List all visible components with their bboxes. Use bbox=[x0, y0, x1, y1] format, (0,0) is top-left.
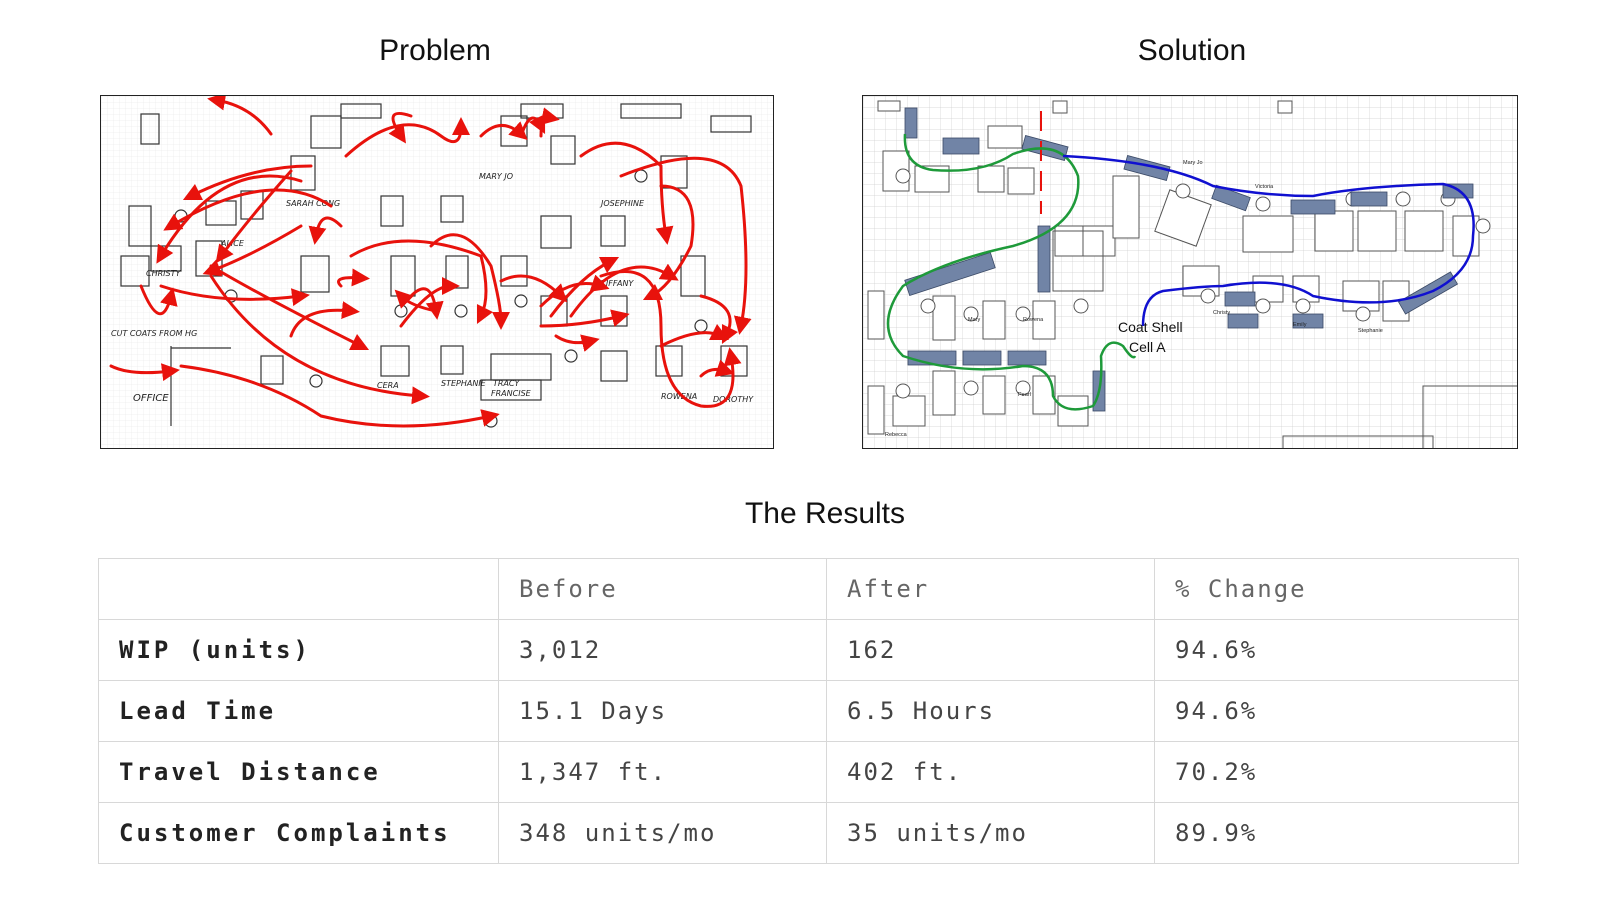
table-cell: 89.9% bbox=[1154, 802, 1519, 864]
station-label: Rebecca bbox=[885, 432, 908, 438]
station-label: Victoria bbox=[1255, 184, 1274, 190]
sketch-label: SARAH CONG bbox=[286, 199, 340, 208]
sketch-label: TRACY bbox=[493, 379, 521, 388]
station-label: Rowena bbox=[1023, 317, 1044, 323]
table-row: Travel Distance 1,347 ft. 402 ft. 70.2% bbox=[98, 741, 1519, 803]
problem-spaghetti-diagram: ALICE CHRISTY SARAH CONG MARY JO CERA ST… bbox=[100, 95, 774, 449]
table-cell: 35 units/mo bbox=[826, 802, 1155, 864]
table-row-label: WIP (units) bbox=[98, 619, 499, 681]
table-cell: 94.6% bbox=[1154, 619, 1519, 681]
table-row-label: Travel Distance bbox=[98, 741, 499, 803]
table-header-row: Before After % Change bbox=[98, 558, 1519, 620]
station-label: Emily bbox=[1293, 322, 1307, 328]
table-cell: 6.5 Hours bbox=[826, 680, 1155, 742]
table-row-label: Lead Time bbox=[98, 680, 499, 742]
blue-flow-path bbox=[1062, 154, 1475, 327]
sketch-label: CUT COATS FROM HG bbox=[111, 329, 197, 338]
solution-title: Solution bbox=[1137, 34, 1247, 67]
table-cell: 70.2% bbox=[1154, 741, 1519, 803]
cell-sublabel: Cell A bbox=[1129, 339, 1166, 355]
sketch-label: MARY JO bbox=[479, 172, 513, 181]
station-label: Mary bbox=[968, 317, 980, 323]
table-cell: 94.6% bbox=[1154, 680, 1519, 742]
sketch-label: STEPHANIE bbox=[441, 379, 487, 388]
station-label: Mary Jo bbox=[1183, 160, 1203, 166]
sketch-label: CERA bbox=[377, 381, 399, 390]
table-cell: 15.1 Days bbox=[498, 680, 827, 742]
table-header-cell: % Change bbox=[1154, 558, 1519, 620]
sketch-label: ROWENA bbox=[661, 392, 697, 401]
sketch-label: FRANCISE bbox=[491, 389, 532, 398]
table-cell: 402 ft. bbox=[826, 741, 1155, 803]
table-cell: 1,347 ft. bbox=[498, 741, 827, 803]
station-label: Stephanie bbox=[1358, 328, 1383, 334]
table-header-cell: Before bbox=[498, 558, 827, 620]
table-cell: 348 units/mo bbox=[498, 802, 827, 864]
green-flow-path bbox=[886, 133, 1137, 411]
table-cell: 3,012 bbox=[498, 619, 827, 681]
cell-label: Coat Shell bbox=[1118, 319, 1183, 335]
table-row: WIP (units) 3,012 162 94.6% bbox=[98, 619, 1519, 681]
sketch-label: TIFFANY bbox=[601, 279, 634, 288]
table-row-label: Customer Complaints bbox=[98, 802, 499, 864]
table-header-cell: After bbox=[826, 558, 1155, 620]
results-title: The Results bbox=[744, 497, 906, 530]
table-cell: 162 bbox=[826, 619, 1155, 681]
table-row: Lead Time 15.1 Days 6.5 Hours 94.6% bbox=[98, 680, 1519, 742]
sketch-label: JOSEPHINE bbox=[599, 199, 645, 208]
sketch-label: DOROTHY bbox=[713, 395, 754, 404]
station-label: Christy bbox=[1213, 310, 1230, 316]
sketch-label: CHRISTY bbox=[146, 269, 181, 278]
table-header-cell bbox=[98, 558, 499, 620]
sketch-label: OFFICE bbox=[133, 393, 169, 404]
problem-sketch: ALICE CHRISTY SARAH CONG MARY JO CERA ST… bbox=[101, 96, 773, 448]
problem-title: Problem bbox=[379, 34, 491, 67]
results-table: Before After % Change WIP (units) 3,012 … bbox=[98, 558, 1519, 864]
station-label: Pearl bbox=[1018, 392, 1031, 398]
solution-layout-diagram: Mary Jo Victoria Christy Emily Stephanie… bbox=[862, 95, 1518, 449]
table-row: Customer Complaints 348 units/mo 35 unit… bbox=[98, 802, 1519, 864]
solution-layout: Mary Jo Victoria Christy Emily Stephanie… bbox=[863, 96, 1517, 448]
problem-flow-arrows bbox=[109, 96, 752, 428]
station-name-labels: Mary Jo Victoria Christy Emily Stephanie… bbox=[885, 160, 1383, 438]
